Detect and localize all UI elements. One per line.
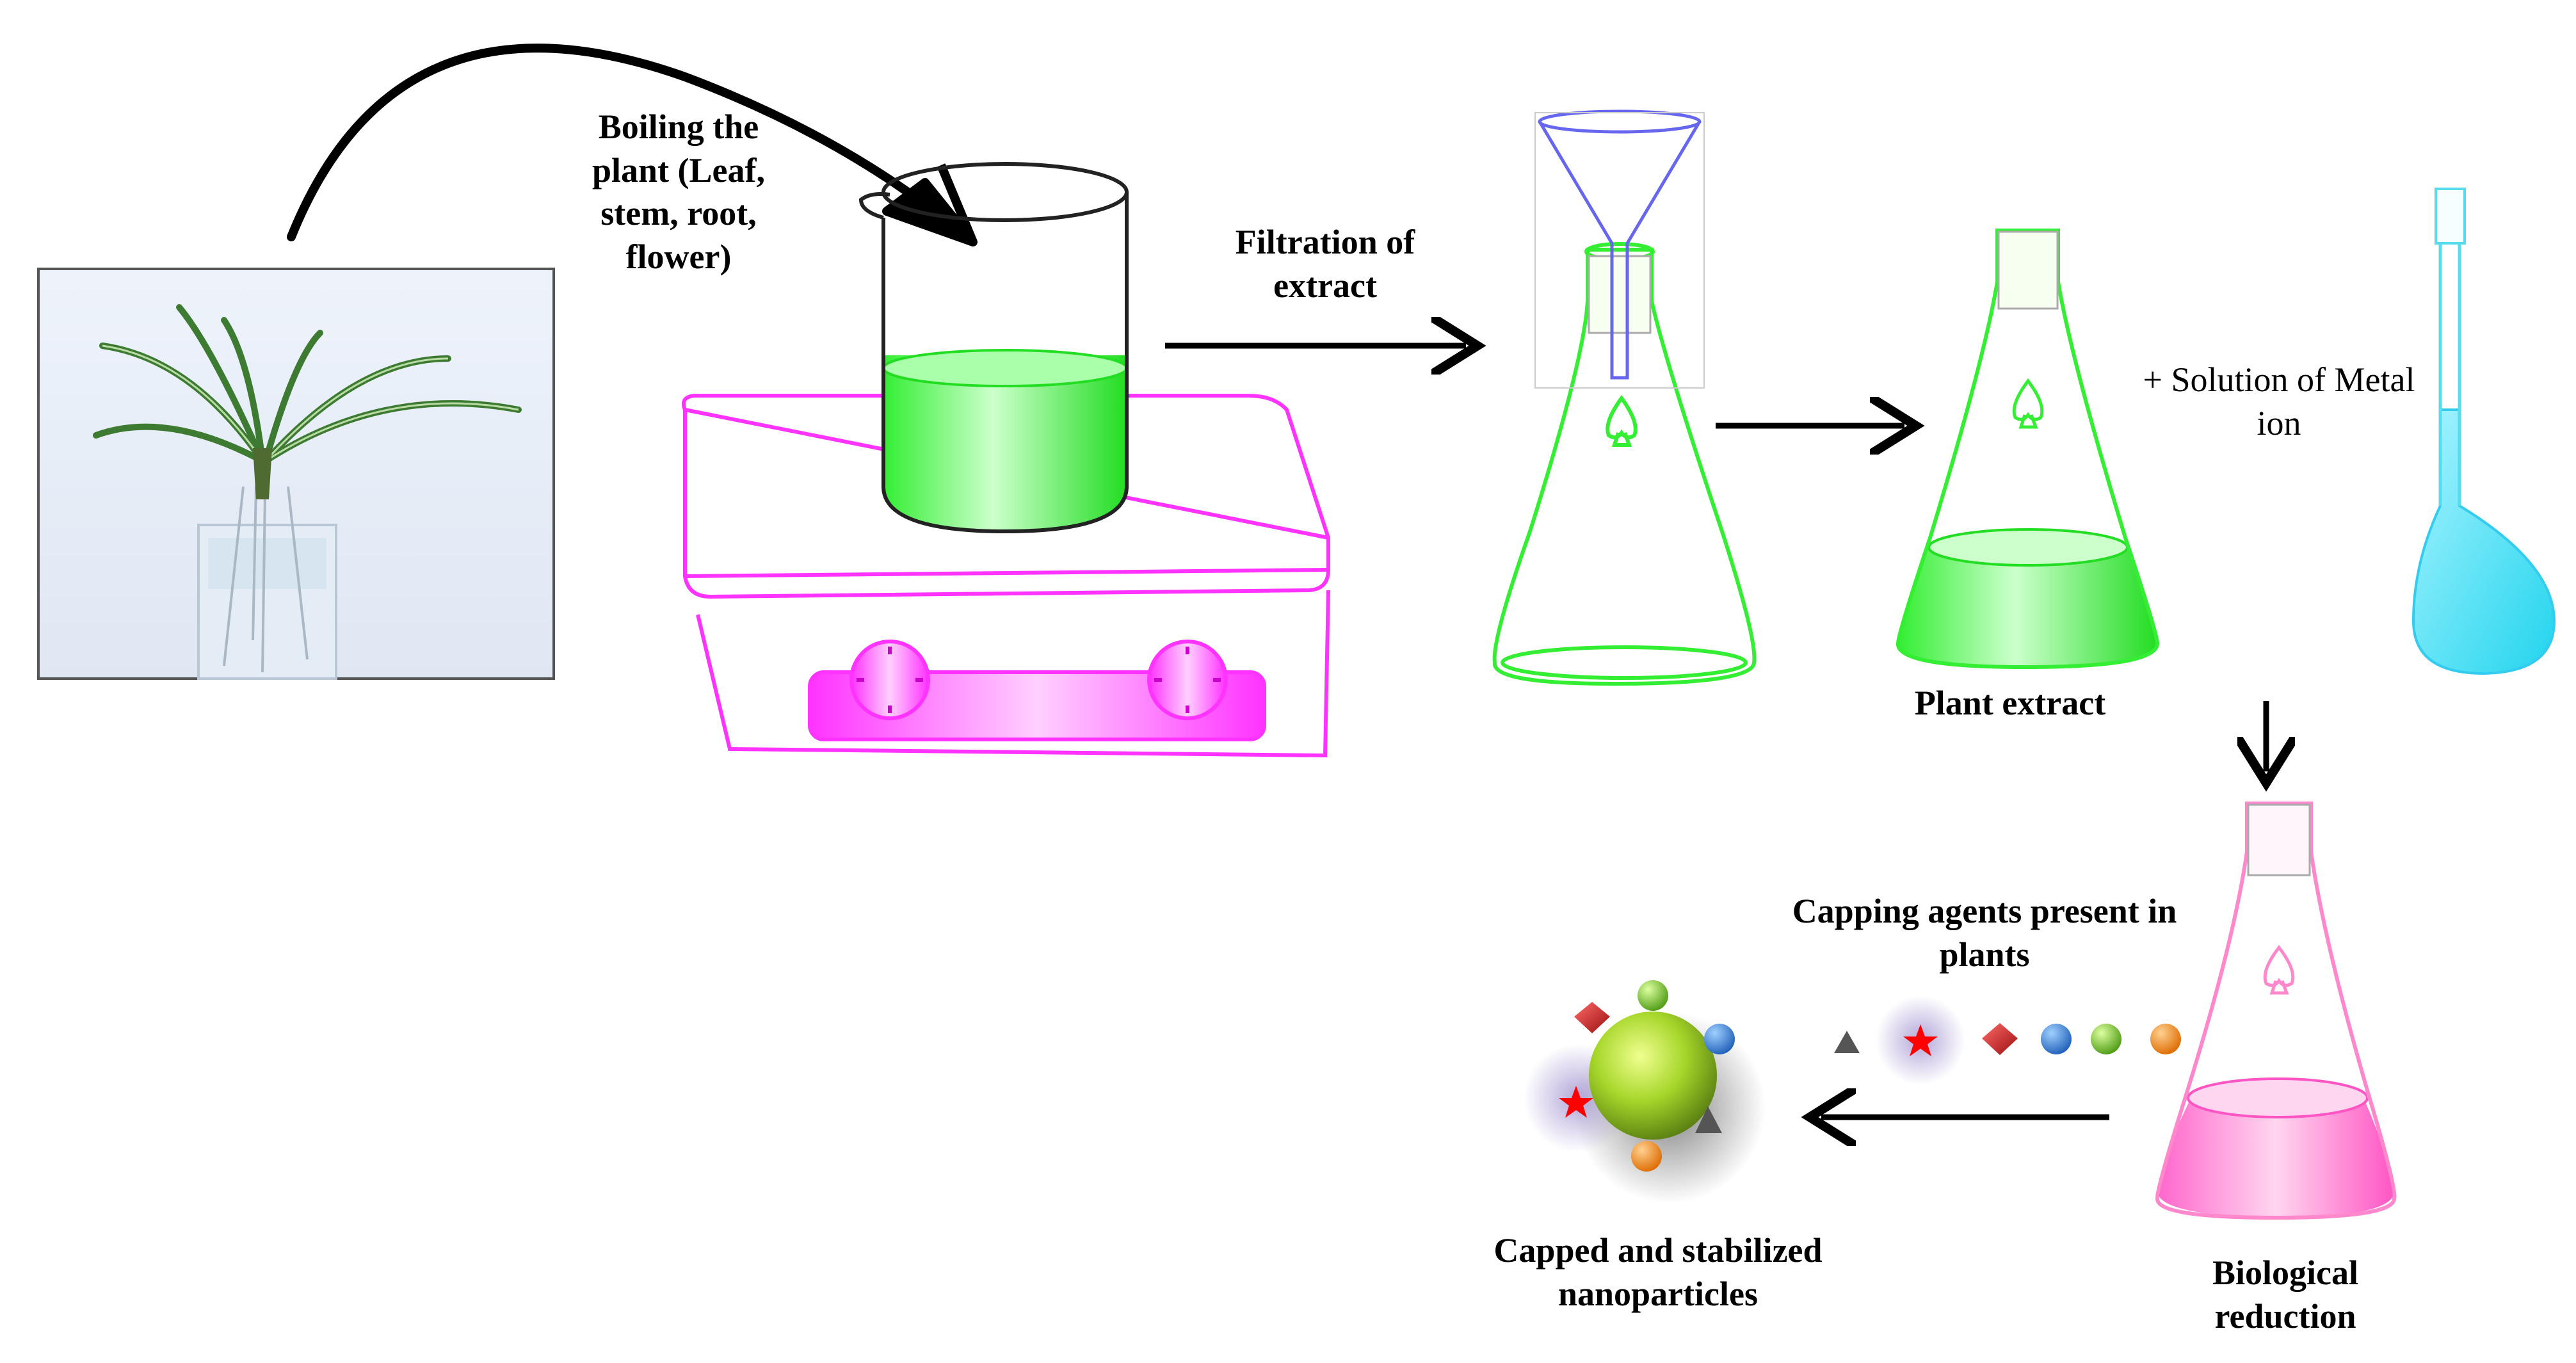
diamond-icon (1982, 1023, 2018, 1055)
blue-sphere-icon (2041, 1024, 2072, 1054)
star-icon (1903, 1024, 1938, 1056)
capping-agents (1834, 996, 2181, 1085)
label-biological-reduction: Biological reduction (2212, 1254, 2358, 1335)
label-plant-extract: Plant extract (1914, 684, 2106, 722)
triangle-icon (1834, 1031, 1860, 1053)
volumetric-flask-icon (2411, 188, 2556, 675)
beaker-icon (858, 162, 1129, 534)
conical-flask-icon (1896, 229, 2160, 670)
label-filtration: Filtration of extract (1235, 223, 1415, 305)
curved-arrow (287, 44, 955, 241)
funnel-icon (1534, 109, 1705, 389)
conical-flask-icon (1492, 242, 1757, 686)
label-metal-solution: + Solution of Metal ion (2143, 360, 2415, 442)
label-boiling: Boiling the plant (Leaf, stem, root, flo… (592, 108, 765, 276)
green-sphere-icon (2091, 1024, 2121, 1054)
conical-flask-icon (2155, 802, 2397, 1220)
label-nanoparticles: Capped and stabilized nanoparticles (1493, 1231, 1823, 1313)
capped-nanoparticle-icon (1524, 980, 1766, 1204)
plant-in-jar-icon (37, 268, 555, 680)
orange-sphere-icon (2150, 1024, 2181, 1054)
label-capping-agents: Capping agents present in plants (1792, 892, 2177, 974)
curved-arrowhead (882, 163, 978, 246)
